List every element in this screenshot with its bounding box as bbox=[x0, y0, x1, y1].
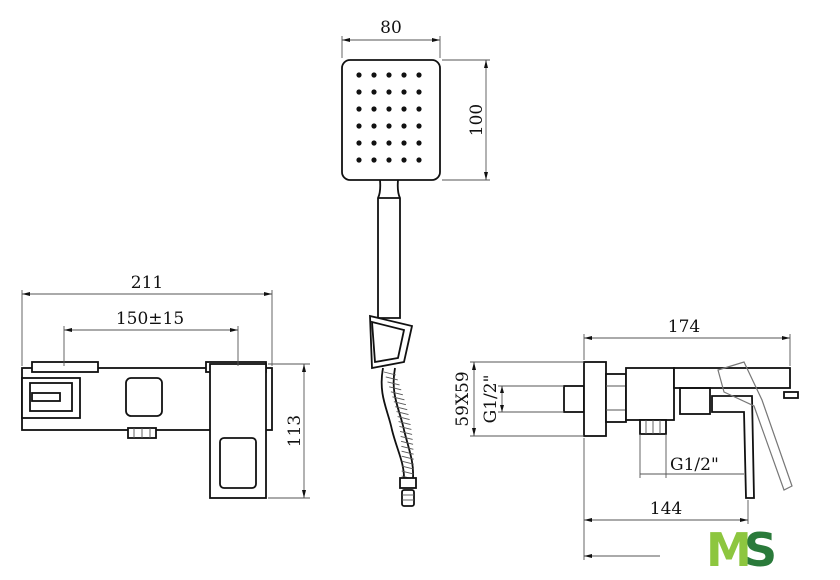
mixer-centers-label: 150±15 bbox=[116, 309, 184, 329]
mixer-side-view bbox=[563, 361, 799, 499]
nozzle-dot bbox=[371, 140, 377, 146]
nozzle-dot bbox=[371, 106, 377, 112]
nozzle-dot bbox=[371, 157, 377, 163]
nozzle-dot bbox=[416, 72, 422, 78]
nozzle-dot bbox=[416, 123, 422, 129]
nozzle-dot bbox=[386, 157, 392, 163]
nozzle-dot bbox=[371, 89, 377, 95]
nozzle-dot bbox=[356, 72, 362, 78]
outlet-thread-label: G1/2" bbox=[670, 455, 719, 475]
mixer-width-dimension: 211 bbox=[21, 273, 273, 366]
nozzle-dot bbox=[356, 157, 362, 163]
nozzle-dot bbox=[371, 72, 377, 78]
nozzle-dot bbox=[416, 89, 422, 95]
flange-size-dimension: 59X59 bbox=[453, 361, 584, 437]
hand-shower-head bbox=[341, 59, 441, 181]
nozzle-dot bbox=[386, 89, 392, 95]
inlet-thread-label: G1/2" bbox=[481, 375, 501, 424]
outlet-thread-dimension: G1/2" bbox=[639, 434, 744, 478]
mixer-front-view bbox=[21, 361, 273, 499]
head-width-label: 80 bbox=[380, 18, 402, 38]
inlet-thread-dimension: G1/2" bbox=[481, 375, 564, 424]
flange-size-label: 59X59 bbox=[453, 371, 473, 426]
nozzle-dot bbox=[386, 123, 392, 129]
nozzle-dot bbox=[401, 123, 407, 129]
mixer-height-label: 113 bbox=[285, 415, 305, 447]
logo-letter-s: S bbox=[744, 523, 777, 577]
mixer-centers-dimension: 150±15 bbox=[63, 309, 239, 366]
head-height-label: 100 bbox=[467, 104, 487, 136]
nozzle-dot bbox=[356, 89, 362, 95]
nozzle-dot bbox=[401, 89, 407, 95]
side-length-label: 174 bbox=[668, 317, 700, 337]
nozzle-dot bbox=[416, 106, 422, 112]
nozzle-dot bbox=[416, 157, 422, 163]
nozzle-dot bbox=[386, 106, 392, 112]
nozzle-dot bbox=[356, 123, 362, 129]
side-length-dimension: 174 bbox=[583, 317, 791, 366]
nozzle-dot bbox=[356, 106, 362, 112]
nozzle-dot bbox=[416, 140, 422, 146]
nozzle-dot bbox=[386, 140, 392, 146]
mixer-height-dimension: 113 bbox=[268, 363, 310, 499]
lower-depth-dimension: 144 bbox=[583, 438, 749, 560]
nozzle-dot bbox=[356, 140, 362, 146]
nozzle-dot bbox=[401, 140, 407, 146]
lower-depth-label: 144 bbox=[650, 499, 682, 519]
hand-shower-handle bbox=[377, 179, 401, 319]
mixer-width-label: 211 bbox=[131, 273, 163, 293]
logo-letter-m: M bbox=[706, 523, 752, 577]
head-height-dimension: 100 bbox=[442, 59, 490, 181]
nozzle-dot bbox=[386, 72, 392, 78]
shower-hose bbox=[380, 367, 417, 507]
head-width-dimension: 80 bbox=[341, 18, 441, 58]
nozzle-grid bbox=[356, 72, 422, 163]
shower-bracket bbox=[369, 314, 414, 370]
nozzle-dot bbox=[401, 72, 407, 78]
nozzle-dot bbox=[371, 123, 377, 129]
nozzle-dot bbox=[401, 106, 407, 112]
ms-logo: M S bbox=[706, 523, 777, 577]
nozzle-dot bbox=[401, 157, 407, 163]
